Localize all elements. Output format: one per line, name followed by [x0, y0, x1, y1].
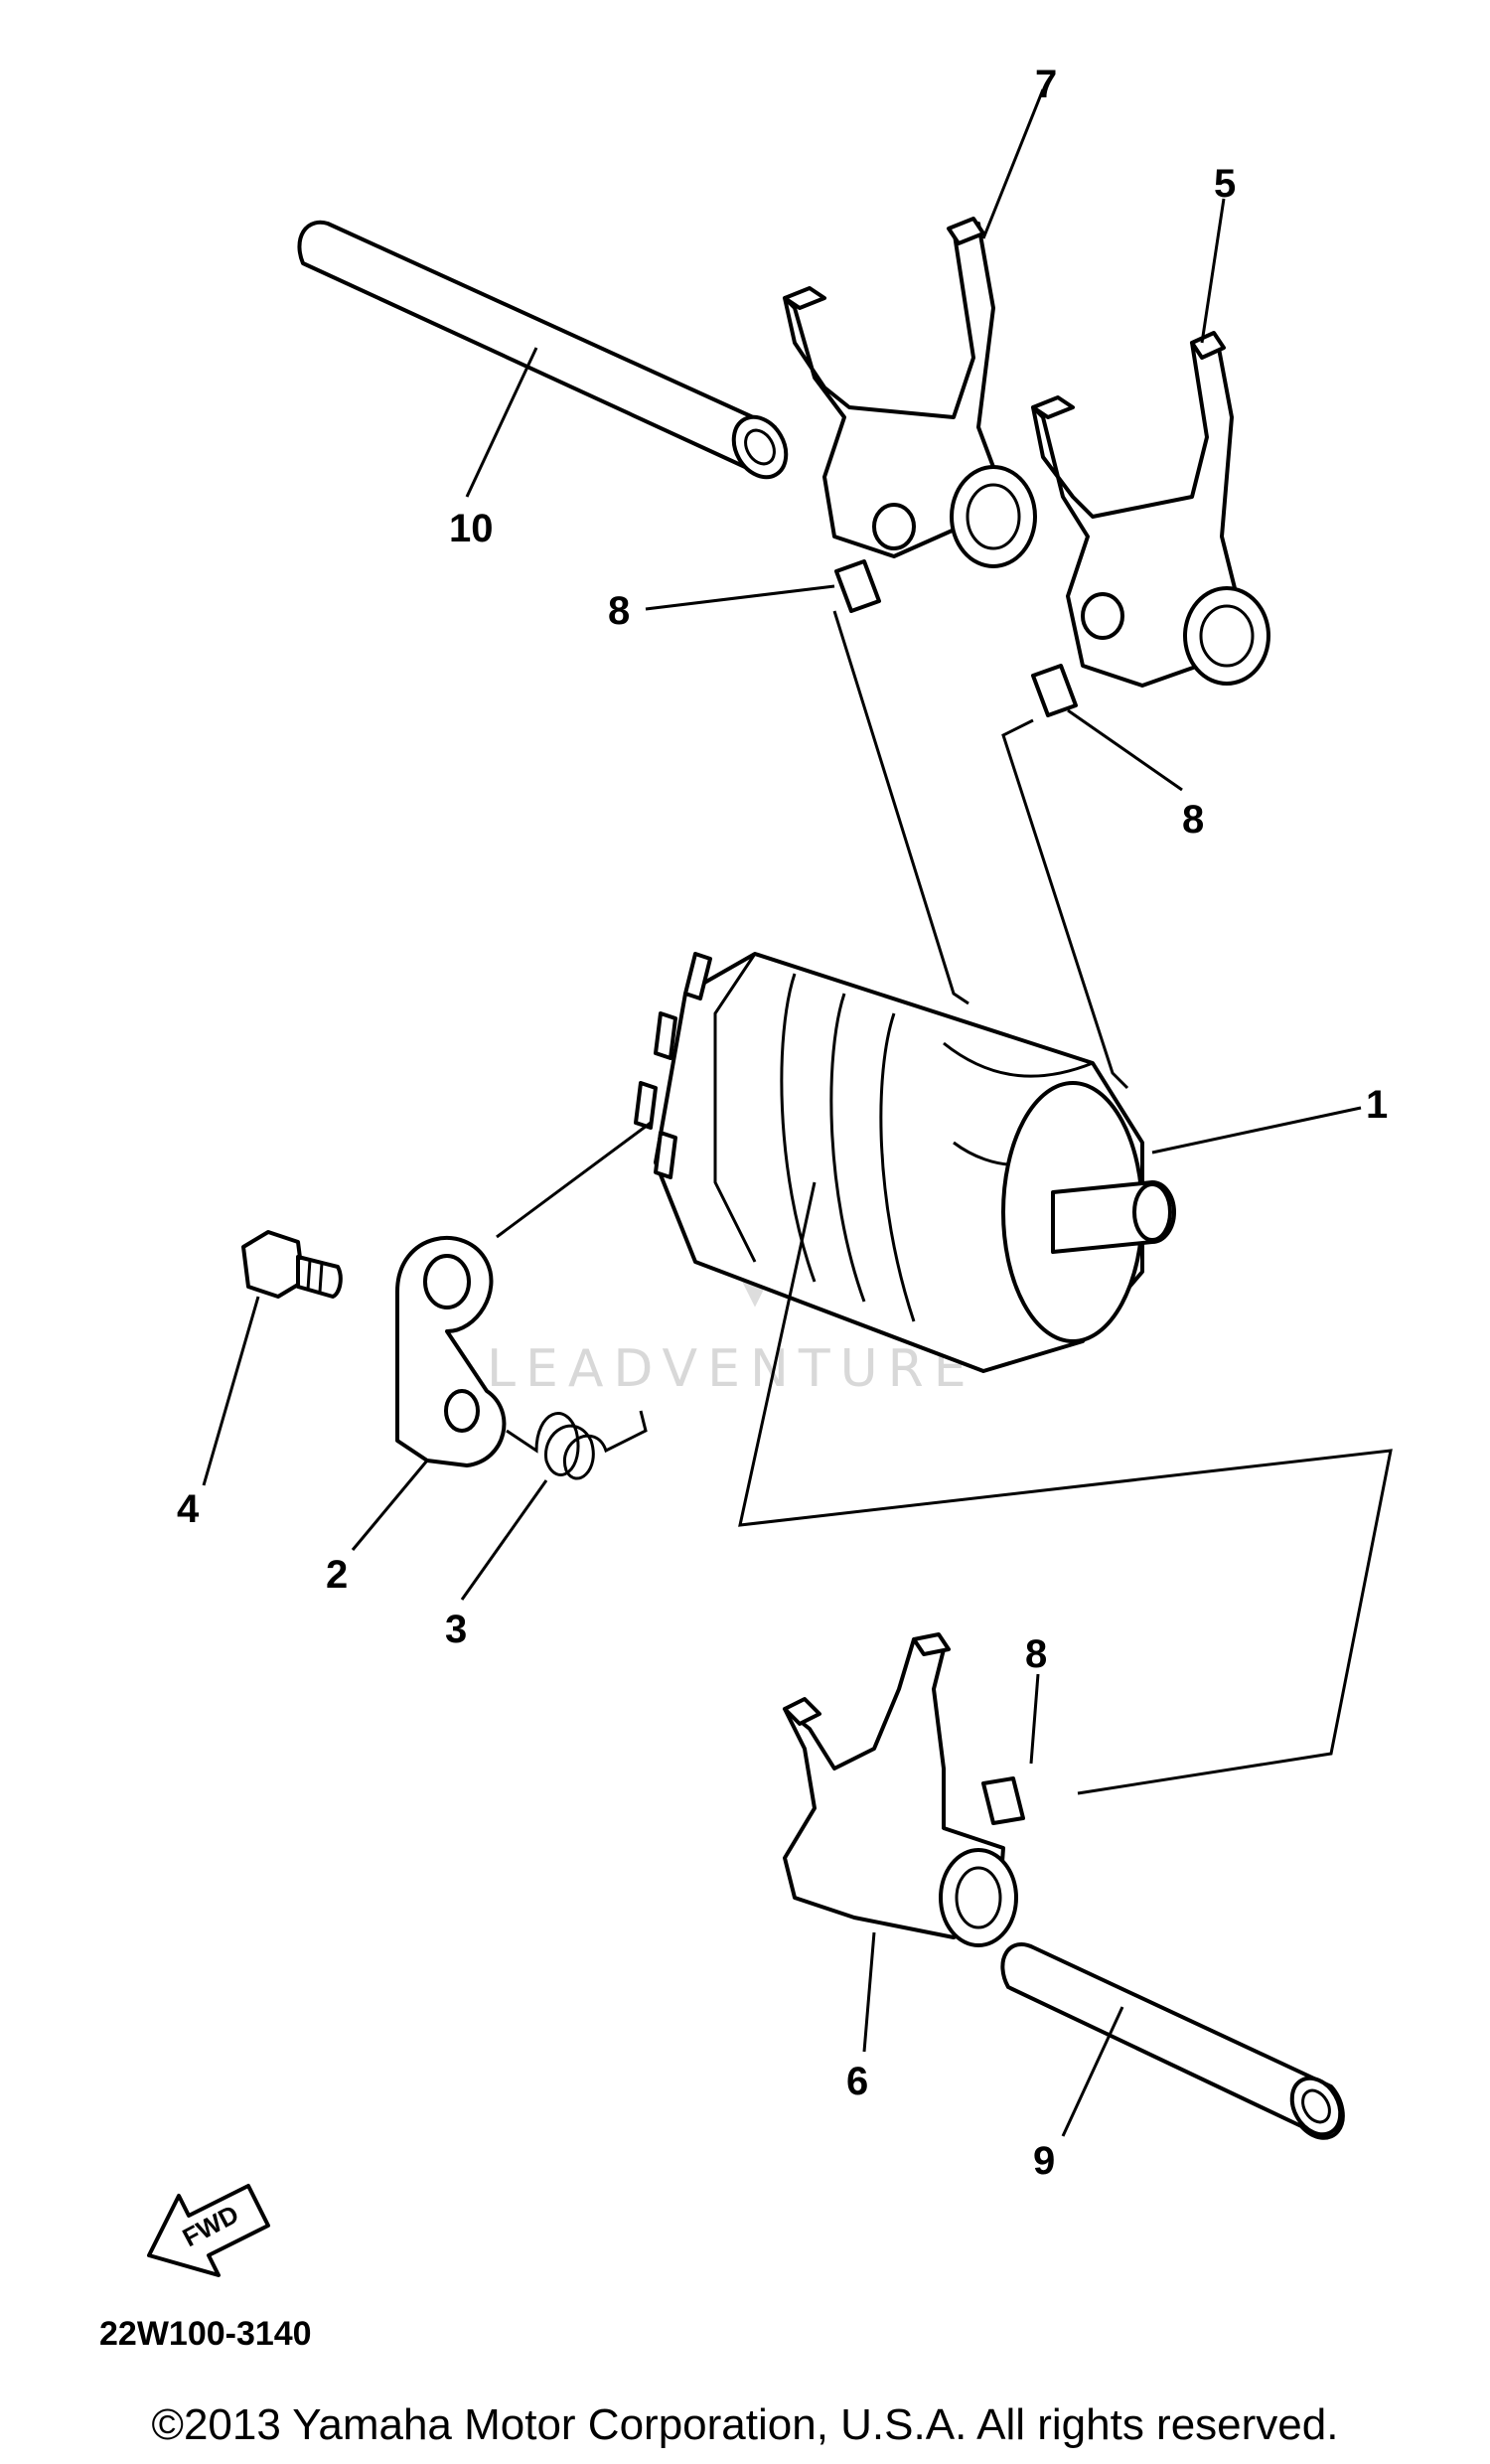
leader-8c: [1029, 1673, 1040, 1765]
watermark-text: LEADVENTURE: [487, 1339, 976, 1399]
part-5-shift-fork: [1031, 331, 1270, 688]
leader-8b: [1067, 708, 1183, 792]
leader-9: [1061, 2006, 1124, 2137]
callout-9: 9: [1033, 2139, 1055, 2183]
callout-3: 3: [445, 1608, 467, 1651]
part-6-shift-fork: [783, 1632, 1018, 1947]
callout-8c: 8: [1025, 1632, 1047, 1676]
callout-10: 10: [449, 507, 494, 550]
part-3-torsion-spring: [506, 1410, 648, 1480]
callout-1: 1: [1366, 1083, 1388, 1127]
leader-10: [465, 347, 538, 498]
fwd-arrow-icon: FWD: [147, 2184, 270, 2277]
alignment-line-lower: [738, 1181, 1393, 1795]
callout-2: 2: [326, 1553, 348, 1597]
callout-8b: 8: [1182, 798, 1204, 842]
part-2-stopper-lever: [395, 1236, 507, 1467]
leader-8a: [645, 584, 835, 611]
callout-4: 4: [177, 1487, 200, 1531]
part-8-guide-pin-lower: [981, 1776, 1025, 1825]
leader-3: [460, 1479, 548, 1601]
leader-4: [202, 1296, 260, 1486]
diagram-part-number: 22W100-3140: [99, 2315, 312, 2353]
part-9-shift-fork-guide-bar: [1000, 1941, 1345, 2140]
leader-2-link: [496, 1121, 652, 1239]
callout-6: 6: [846, 2060, 868, 2103]
leader-6: [862, 1931, 876, 2053]
leader-2: [351, 1460, 429, 1551]
leader-5: [1200, 198, 1226, 344]
alignment-line-pin-b: [1001, 718, 1129, 1090]
part-8-guide-pin-right: [1031, 664, 1078, 717]
copyright-notice: ©2013 Yamaha Motor Corporation, U.S.A. A…: [151, 2400, 1339, 2449]
part-7-shift-fork: [783, 217, 1037, 568]
part-4-bolt: [241, 1230, 343, 1299]
leader-7: [981, 88, 1045, 239]
part-1-shift-cam: [634, 952, 1176, 1373]
leader-1: [1151, 1106, 1362, 1155]
callout-8a: 8: [608, 589, 630, 633]
callout-7: 7: [1035, 63, 1057, 106]
alignment-line-pin-a: [832, 610, 969, 1005]
callout-5: 5: [1214, 162, 1236, 206]
part-10-shift-fork-guide-bar: [297, 220, 789, 480]
part-8-guide-pin-upper: [834, 559, 881, 613]
